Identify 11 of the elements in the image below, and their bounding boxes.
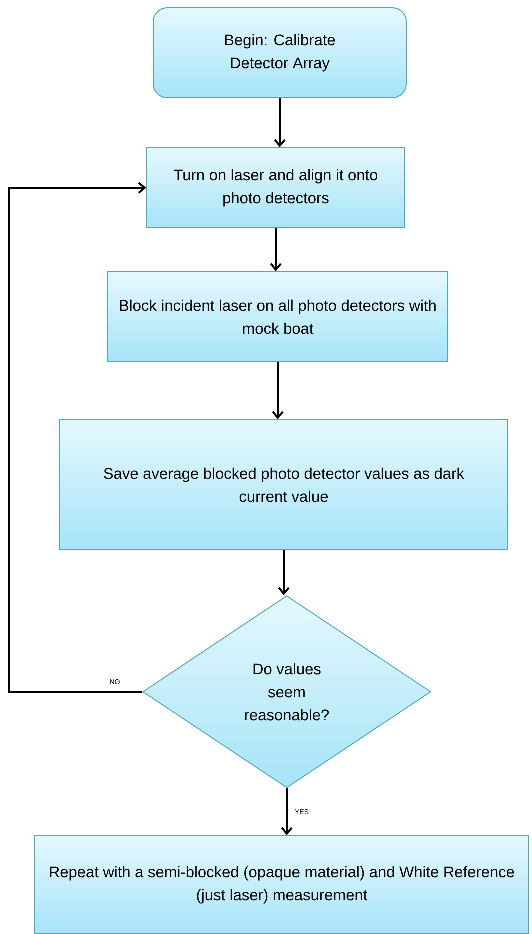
arrow [8,182,146,693]
arrow [281,788,293,836]
start-box: Begin: Calibrate Detector Array [153,8,407,98]
process-box: Block incident laser on all photo detectors with mock boat [108,272,448,362]
process-box: Save average blocked photo detector values as dark current value [60,420,508,550]
process-box: Repeat with a semi-blocked (opaque material) and White Reference (just laser) measurement [34,836,530,934]
arrow [274,98,286,148]
arrow [272,362,284,420]
process-box: Turn on laser and align it onto photo detectors [146,148,406,228]
arrow [270,228,282,272]
arrow [278,550,290,596]
